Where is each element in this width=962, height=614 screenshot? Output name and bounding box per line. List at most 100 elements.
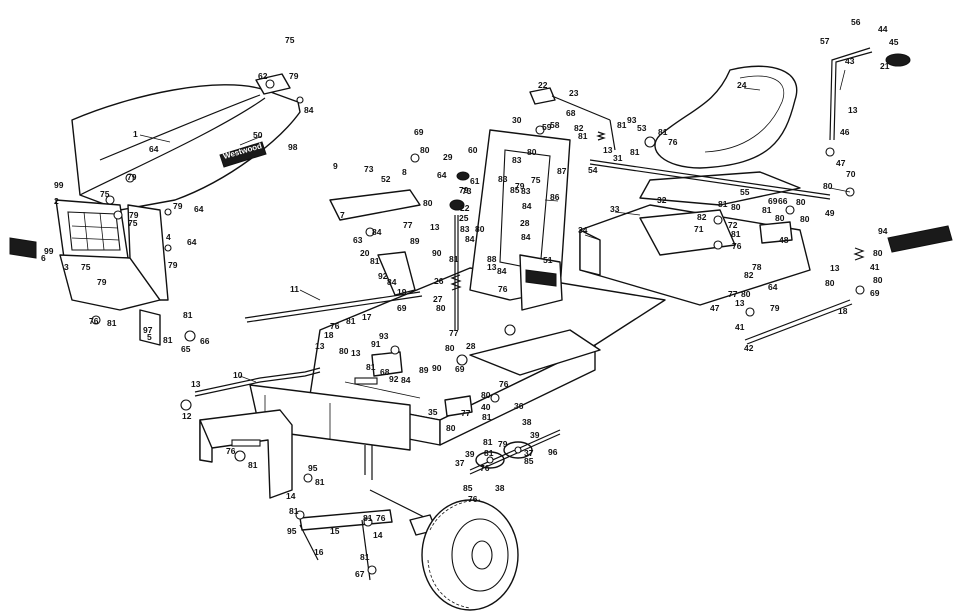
part-callout: 76 [468,494,478,504]
part-callout: 67 [355,569,365,579]
part-callout: 35 [428,407,438,417]
part-callout: 75 [531,175,541,185]
part-callout: 51 [543,255,553,265]
part-callout: 76 [376,513,386,523]
hardware [91,79,865,575]
part-callout: 96 [548,447,558,457]
part-callout: 80 [825,278,835,288]
part-callout: 84 [497,266,507,276]
part-callout: 81 [360,552,370,562]
part-callout: 90 [432,363,442,373]
part-callout: 81 [731,229,741,239]
part-callout: 69 [870,288,880,298]
part-callout: 81 [449,254,459,264]
part-callout: 54 [588,165,598,175]
part-callout: 47 [836,158,846,168]
part-callout: 79 [498,439,508,449]
part-callout: 84 [387,277,397,287]
part-callout: 33 [610,204,620,214]
part-callout: 13 [487,262,497,272]
part-callout: 88 [487,254,497,264]
part-callout: 52 [381,174,391,184]
part-callout: 13 [735,298,745,308]
part-callout: 81 [289,506,299,516]
part-callout: 41 [870,262,880,272]
part-callout: 14 [373,530,383,540]
part-callout: 69 [455,364,465,374]
part-callout: 81 [718,199,728,209]
part-callout: 93 [627,115,637,125]
part-callout: 69 [768,196,778,206]
part-callout: 19 [397,287,407,297]
part-callout: 81 [363,513,373,523]
part-callout: 84 [372,227,382,237]
leader-lines [139,69,851,383]
part-callout: 93 [379,331,389,341]
part-callout: 75 [128,218,138,228]
front-panel [9,204,169,311]
part-callout: 62 [258,71,268,81]
part-callout: 79 [770,303,780,313]
part-callout: 75 [81,262,91,272]
part-callout: 81 [483,437,493,447]
part-callout: 80 [873,275,883,285]
part-callout: 64 [768,282,778,292]
part-callout: 80 [475,224,485,234]
part-callout: 68 [380,367,390,377]
part-callout: 7 [340,210,345,220]
footboard [469,329,601,376]
part-callout: 13 [848,105,858,115]
part-callout: 59 [542,122,552,132]
part-callout: 80 [775,213,785,223]
part-callout: 76 [498,284,508,294]
part-callout: 73 [462,186,472,196]
part-callout: 84 [522,201,532,211]
part-callout: 84 [401,375,411,385]
part-callout: 79 [515,181,525,191]
part-callout: 80 [481,390,491,400]
part-callout: 84 [521,232,531,242]
part-callout: 1 [133,129,138,139]
part-callout: 73 [364,164,374,174]
part-callout: 81 [630,147,640,157]
part-callout: 29 [443,152,453,162]
part-callout: 75 [285,35,295,45]
part-callout: 94 [878,226,888,236]
part-callout: 61 [470,176,480,186]
part-callout: 64 [194,204,204,214]
part-callout: 26 [434,276,444,286]
part-callout: 81 [315,477,325,487]
part-callout: 28 [466,341,476,351]
part-callout: 46 [840,127,850,137]
part-callout: 32 [657,195,667,205]
part-callout: 76 [499,379,509,389]
part-callout: 55 [740,187,750,197]
part-callout: 79 [127,172,137,182]
part-callout: 66 [200,336,210,346]
part-callout: 97 [143,325,153,335]
part-callout: 89 [419,365,429,375]
part-callout: 30 [512,115,522,125]
part-callout: 48 [779,235,789,245]
part-callout: 81 [762,205,772,215]
part-callout: 84 [465,234,475,244]
part-callout: 95 [287,526,297,536]
rods [194,47,873,480]
part-callout: 82 [744,270,754,280]
rear-fender [579,171,811,306]
part-callout: 76 [330,321,340,331]
part-callout: 38 [495,483,505,493]
part-callout: 98 [288,142,298,152]
part-callout: 72 [728,220,738,230]
part-callout: 79 [173,201,183,211]
part-callout: 83 [460,224,470,234]
part-callout: 43 [845,56,855,66]
part-callout: 77 [449,328,459,338]
part-callout: 18 [838,306,848,316]
part-callout: 39 [530,430,540,440]
part-callout: 81 [366,362,376,372]
part-callout: 37 [524,448,534,458]
part-callout: 82 [697,212,707,222]
